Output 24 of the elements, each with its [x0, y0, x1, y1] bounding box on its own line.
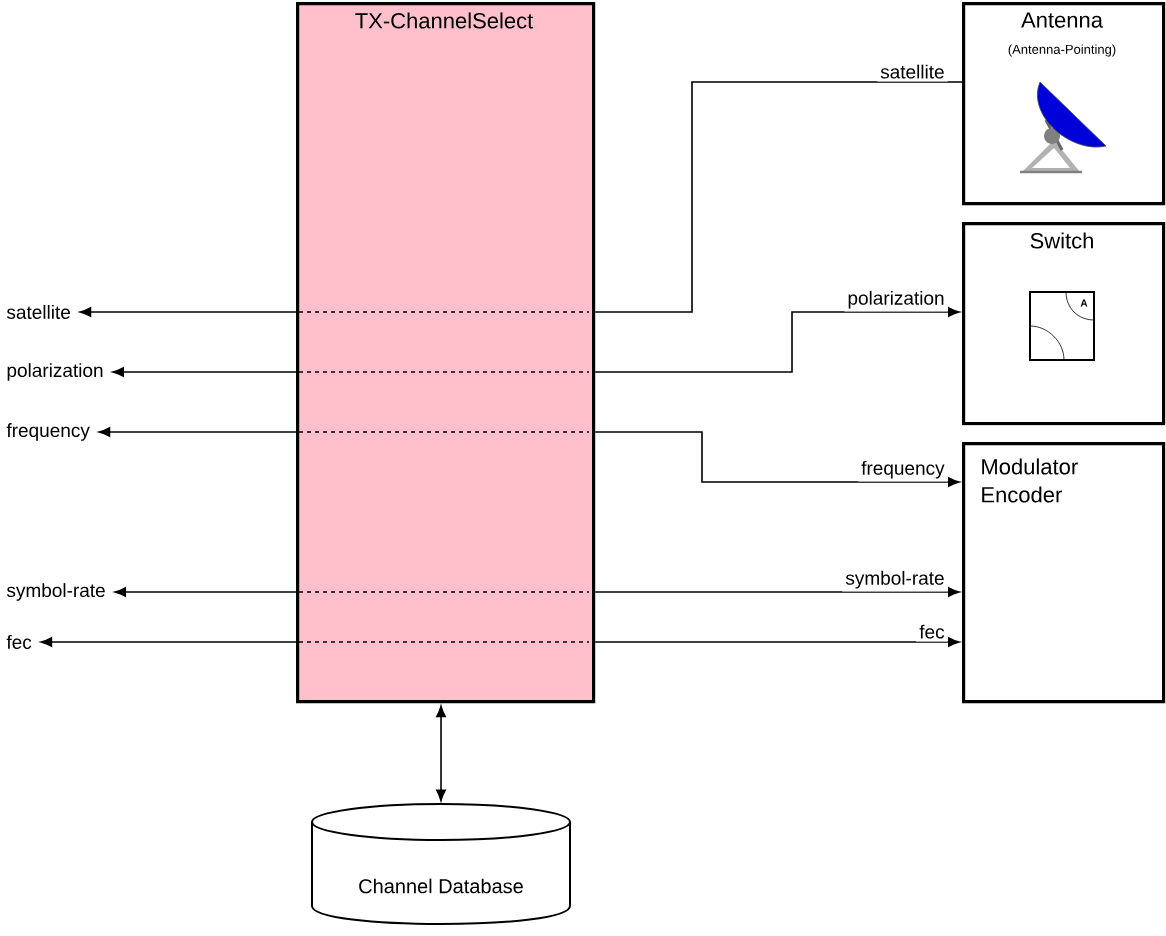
- edge-label: satellite: [877, 61, 948, 82]
- edge-label: symbol-rate: [842, 567, 948, 592]
- connector-arrow: [114, 587, 297, 597]
- connector-arrow: [436, 705, 446, 802]
- connector-arrow: [594, 587, 960, 597]
- connector-arrow: [98, 427, 297, 437]
- connector-arrow: [594, 307, 960, 373]
- connector-arrow: [594, 637, 960, 647]
- edge-label: polarization: [844, 287, 948, 312]
- connector-arrow: [79, 307, 297, 317]
- signal-name: polarization: [7, 363, 103, 381]
- component-box: TX-ChannelSelect: [296, 2, 596, 704]
- connector-arrow: [594, 431, 960, 487]
- database-cylinder: Channel Database: [311, 803, 571, 925]
- edge-label: frequency: [858, 457, 948, 482]
- connector-arrow: [112, 367, 297, 377]
- signal-name: symbol-rate: [6, 583, 105, 601]
- edge-label: fec: [916, 621, 948, 642]
- signal-name: satellite: [6, 305, 70, 319]
- signal-name: fec: [6, 635, 32, 649]
- component-box: Modulator Encoder: [962, 442, 1166, 704]
- connector-arrow: [40, 637, 297, 647]
- signal-name: frequency: [6, 423, 90, 441]
- node-label: Channel Database: [359, 878, 523, 894]
